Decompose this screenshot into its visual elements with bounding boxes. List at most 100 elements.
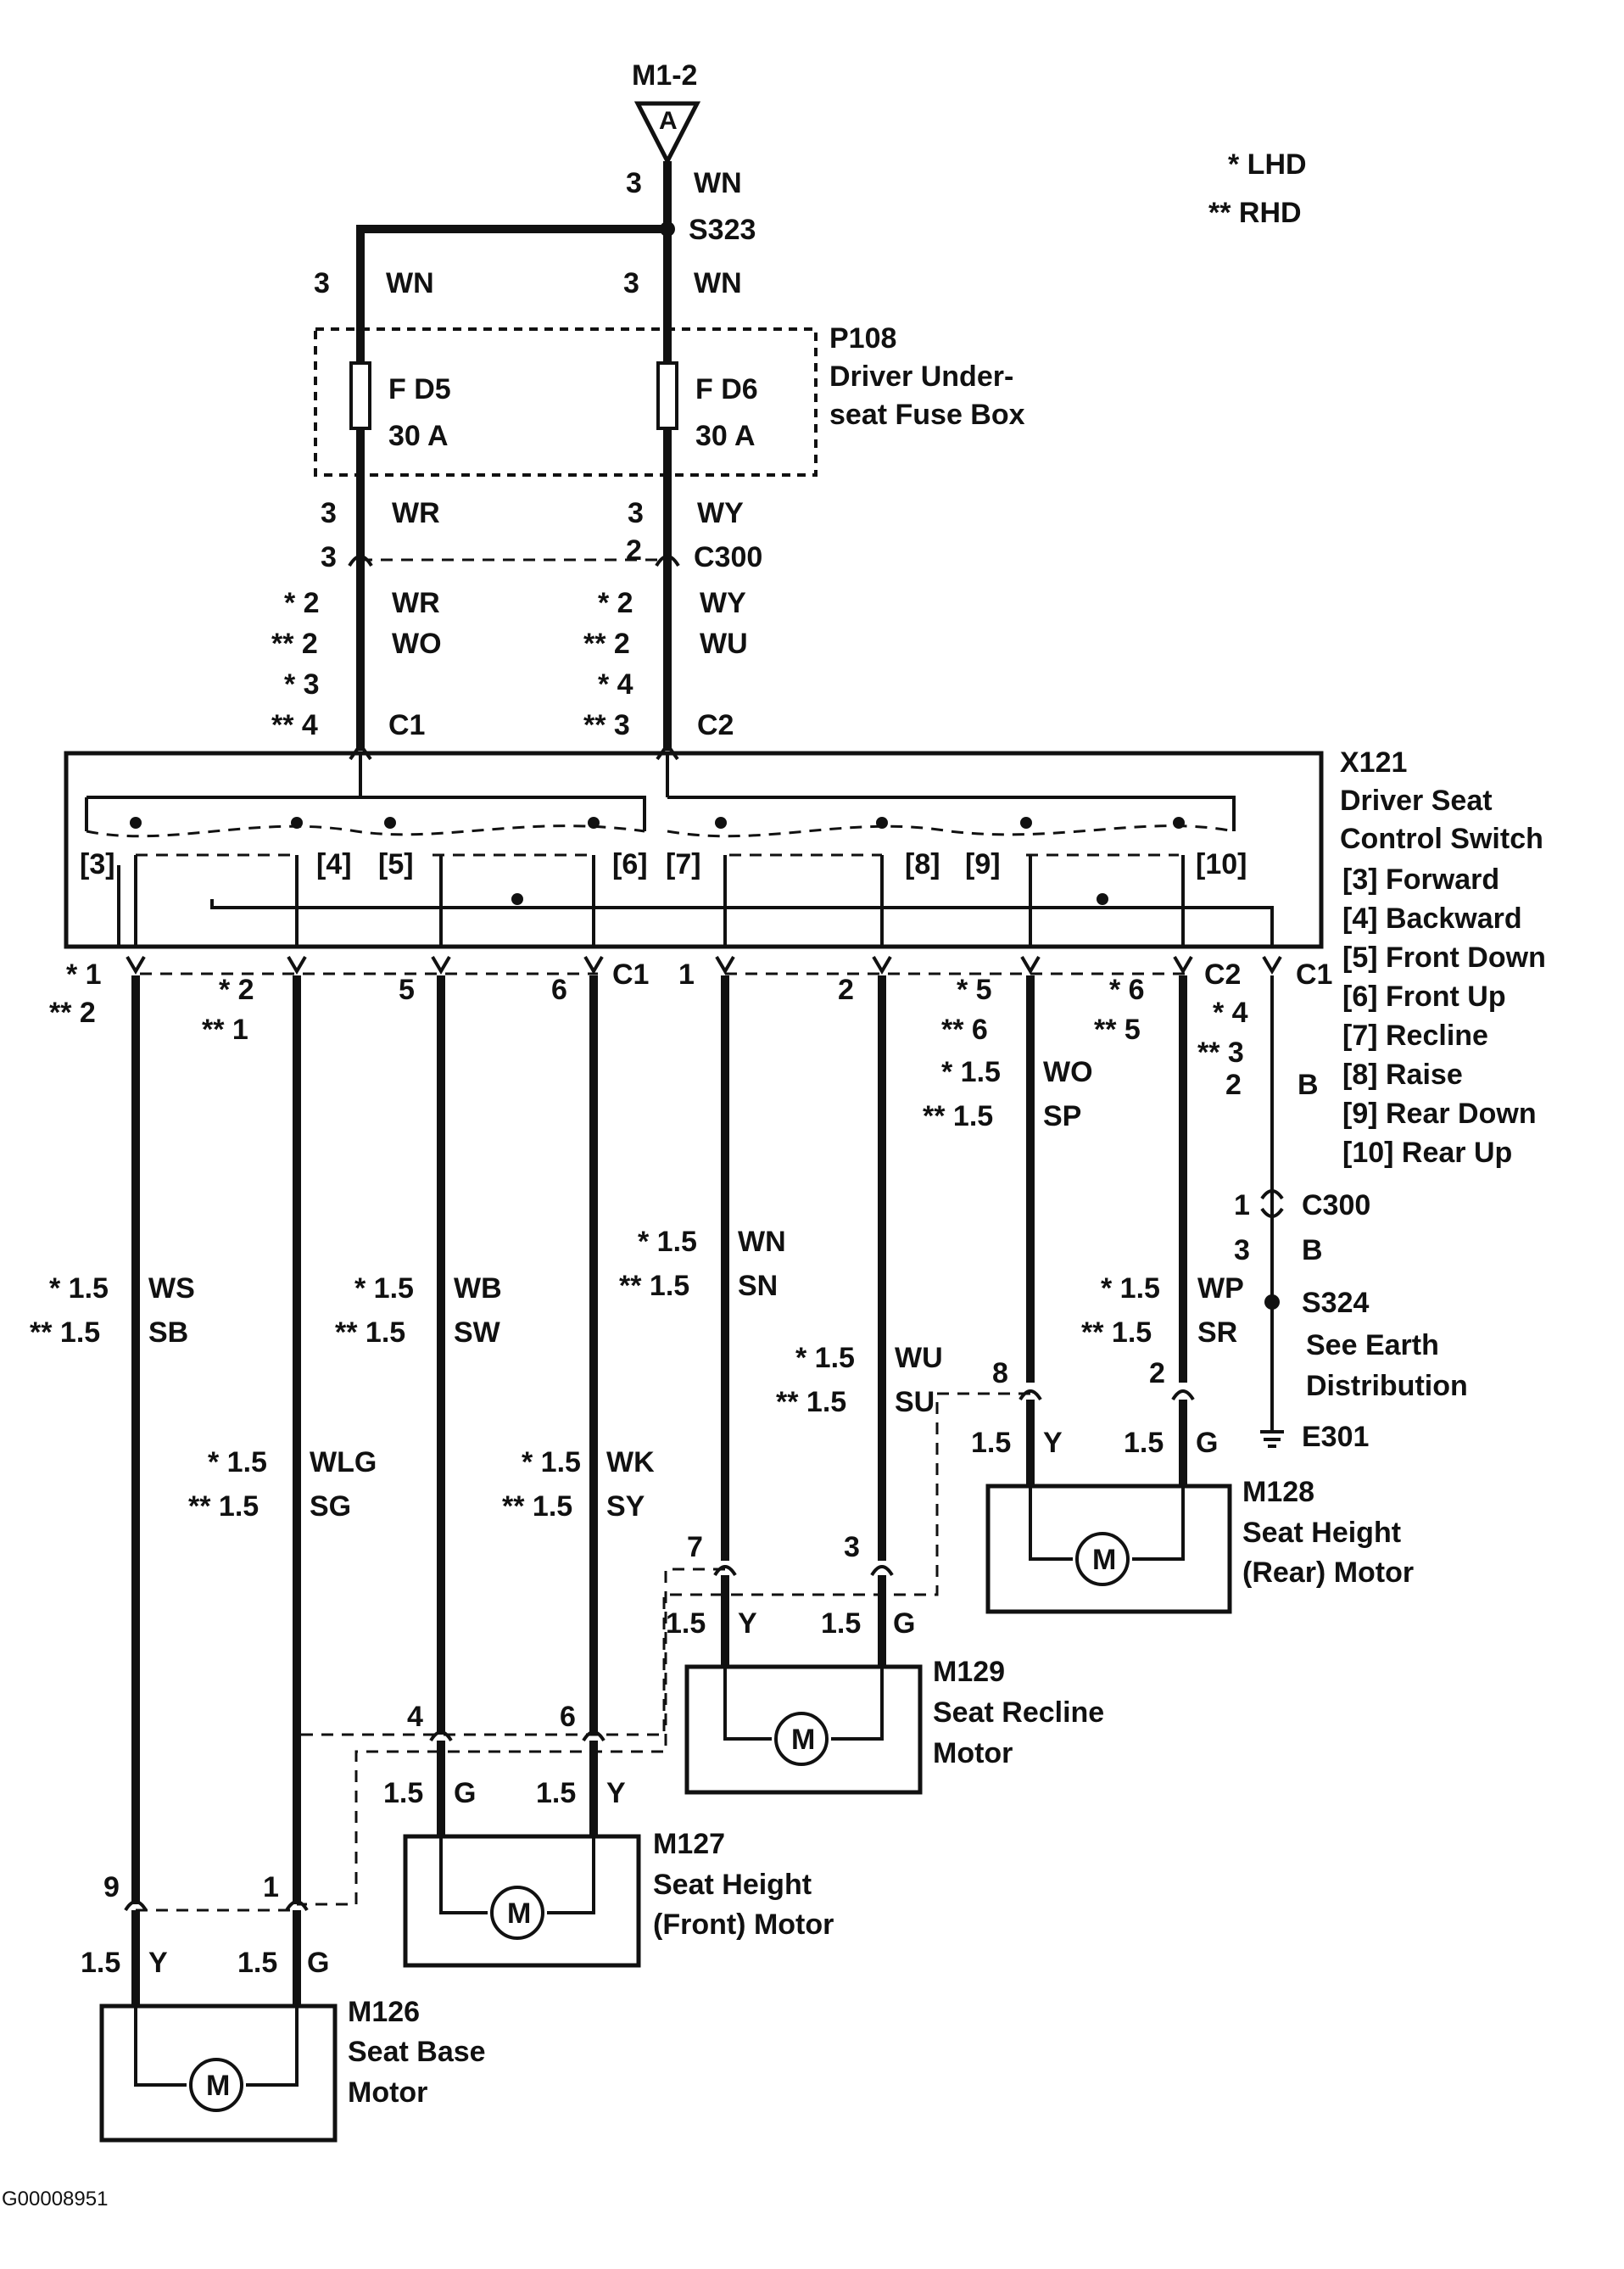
c300-top-pin-left: 3 <box>321 541 337 573</box>
out4-rhd-wire: SN <box>738 1270 778 1302</box>
m128-name-1: Seat Height <box>1242 1517 1401 1549</box>
feed-left-pin: 3 <box>314 267 330 299</box>
out6-pin-a: * 5 <box>957 974 992 1006</box>
m129-pin-l: 7 <box>687 1531 703 1563</box>
m129-symbol: M <box>791 1724 815 1756</box>
c300-top-pin-right: 2 <box>626 534 642 567</box>
fusebox-name-1: Driver Under- <box>829 360 1013 393</box>
swl-lhd-c: * 3 <box>284 668 320 701</box>
out2-rhd: ** 1.5 <box>335 1316 405 1349</box>
connector-m1-2: M1-2 A <box>632 59 701 166</box>
ground-wire-color: B <box>1298 1069 1319 1101</box>
motor-m126-icon <box>189 2058 243 2112</box>
swr-rhd-c: ** 3 <box>583 709 630 741</box>
out3-lhd: * 1.5 <box>522 1446 581 1478</box>
m129-size-l: 1.5 <box>666 1607 706 1640</box>
switch-name-2: Control Switch <box>1340 823 1543 855</box>
connector-id: M1-2 <box>632 59 697 92</box>
c300-top-name: C300 <box>694 541 762 573</box>
fusebox-name-2: seat Fuse Box <box>829 399 1025 431</box>
out3-rhd-wire: SY <box>606 1490 645 1523</box>
fuse-fd6-rating: 30 A <box>695 420 756 452</box>
out1-pin-a: * 2 <box>219 974 254 1006</box>
out6-lhd: * 1.5 <box>941 1056 1001 1088</box>
swl-lhd-pin: * 2 <box>284 587 320 619</box>
m126-name-1: Seat Base <box>348 2036 486 2068</box>
m129-col-r: G <box>893 1607 915 1640</box>
m126-col-l: Y <box>148 1947 168 1979</box>
out4-rhd: ** 1.5 <box>619 1270 689 1302</box>
out4-lhd: * 1.5 <box>638 1226 697 1258</box>
m127-col-r: Y <box>606 1777 626 1809</box>
feed-right-wire: WN <box>694 267 742 299</box>
out5-rhd-wire: SU <box>895 1386 935 1418</box>
out7-rhd-wire: SR <box>1197 1316 1237 1349</box>
m126-pin-l: 9 <box>103 1871 120 1903</box>
swl-rhd-c: ** 4 <box>271 709 318 741</box>
out7-conn: C2 <box>1204 958 1241 991</box>
ground-note-1: See Earth <box>1306 1329 1439 1361</box>
switch-outline <box>64 751 1324 949</box>
out7-rhd: ** 1.5 <box>1081 1316 1152 1349</box>
out4-lhd-wire: WN <box>738 1226 786 1258</box>
m128-name-2: (Rear) Motor <box>1242 1556 1414 1589</box>
m126-symbol: M <box>206 2070 230 2102</box>
m129-col-l: Y <box>738 1607 757 1640</box>
m128-col-r: G <box>1196 1427 1218 1459</box>
motor-m127-icon <box>490 1886 544 1940</box>
switch-pos-5: [5] <box>378 848 414 880</box>
swr-rhd-pin: ** 2 <box>583 628 630 660</box>
m129-link <box>297 1568 725 1906</box>
out6-rhd: ** 1.5 <box>923 1100 993 1132</box>
swl-lhd-wire: WR <box>392 587 440 619</box>
out5-pin-a: 2 <box>838 974 854 1006</box>
out4-pin-a: 1 <box>678 958 695 991</box>
m128-size-l: 1.5 <box>971 1427 1011 1459</box>
out0-rhd-wire: SB <box>148 1316 188 1349</box>
feed-left-wire: WN <box>386 267 434 299</box>
fuse-fd5-rating: 30 A <box>388 420 449 452</box>
out1-pin-b: ** 1 <box>202 1014 248 1046</box>
out7-lhd-wire: WP <box>1197 1272 1244 1305</box>
m129-name-1: Seat Recline <box>933 1696 1104 1729</box>
m126-size-r: 1.5 <box>237 1947 277 1979</box>
out2-pin-a: 5 <box>399 974 415 1006</box>
switch-func-front-up: [6] Front Up <box>1342 981 1506 1013</box>
fuse-fd6-icon <box>656 361 678 430</box>
below-fuse-left-wire: WR <box>392 497 440 529</box>
ground-c300-pin-label: 1 <box>1234 1189 1250 1221</box>
fusebox-outline <box>314 327 818 477</box>
ground-pin-a: * 4 <box>1213 997 1248 1029</box>
out3-conn: C1 <box>612 958 649 991</box>
swr-lhd-pin: * 2 <box>598 587 633 619</box>
m126-col-r: G <box>307 1947 329 1979</box>
out3-pin-a: 6 <box>551 974 567 1006</box>
out5-lhd-wire: WU <box>895 1342 943 1374</box>
out6-rhd-wire: SP <box>1043 1100 1081 1132</box>
splice-s324-label: S324 <box>1302 1287 1369 1319</box>
out6-lhd-wire: WO <box>1043 1056 1093 1088</box>
swr-rhd-wire: WU <box>700 628 748 660</box>
switch-pos-4: [4] <box>316 848 352 880</box>
out0-lhd: * 1.5 <box>49 1272 109 1305</box>
swr-conn: C2 <box>697 709 734 741</box>
below-fuse-right-wire: WY <box>697 497 744 529</box>
ground-pin-b: ** 3 <box>1197 1037 1244 1069</box>
feed-right-pin: 3 <box>623 267 639 299</box>
swl-rhd-wire: WO <box>392 628 442 660</box>
m128-box <box>985 1484 1232 1614</box>
ground-pin2: 3 <box>1234 1234 1250 1266</box>
out1-rhd: ** 1.5 <box>188 1490 259 1523</box>
switch-output-pins <box>126 955 1282 975</box>
out5-lhd: * 1.5 <box>795 1342 855 1374</box>
motor-m126: M 9 1 1.5 Y 1.5 G M126 Seat Base Motor <box>81 1871 486 2143</box>
switch-func-rear-down: [9] Rear Down <box>1342 1098 1537 1130</box>
c300-pin-right <box>655 555 680 567</box>
fuse-fd5-icon <box>349 361 371 430</box>
motor-m128-icon <box>1075 1532 1130 1586</box>
switch-x121: [3] [4] [5] [6] [7] [8] [9] [10] <box>64 741 1324 949</box>
m126-size-l: 1.5 <box>81 1947 120 1979</box>
top-wire: WN <box>694 167 742 199</box>
feed-wire-left <box>356 225 667 339</box>
switch-func-recline: [7] Recline <box>1342 1020 1488 1052</box>
